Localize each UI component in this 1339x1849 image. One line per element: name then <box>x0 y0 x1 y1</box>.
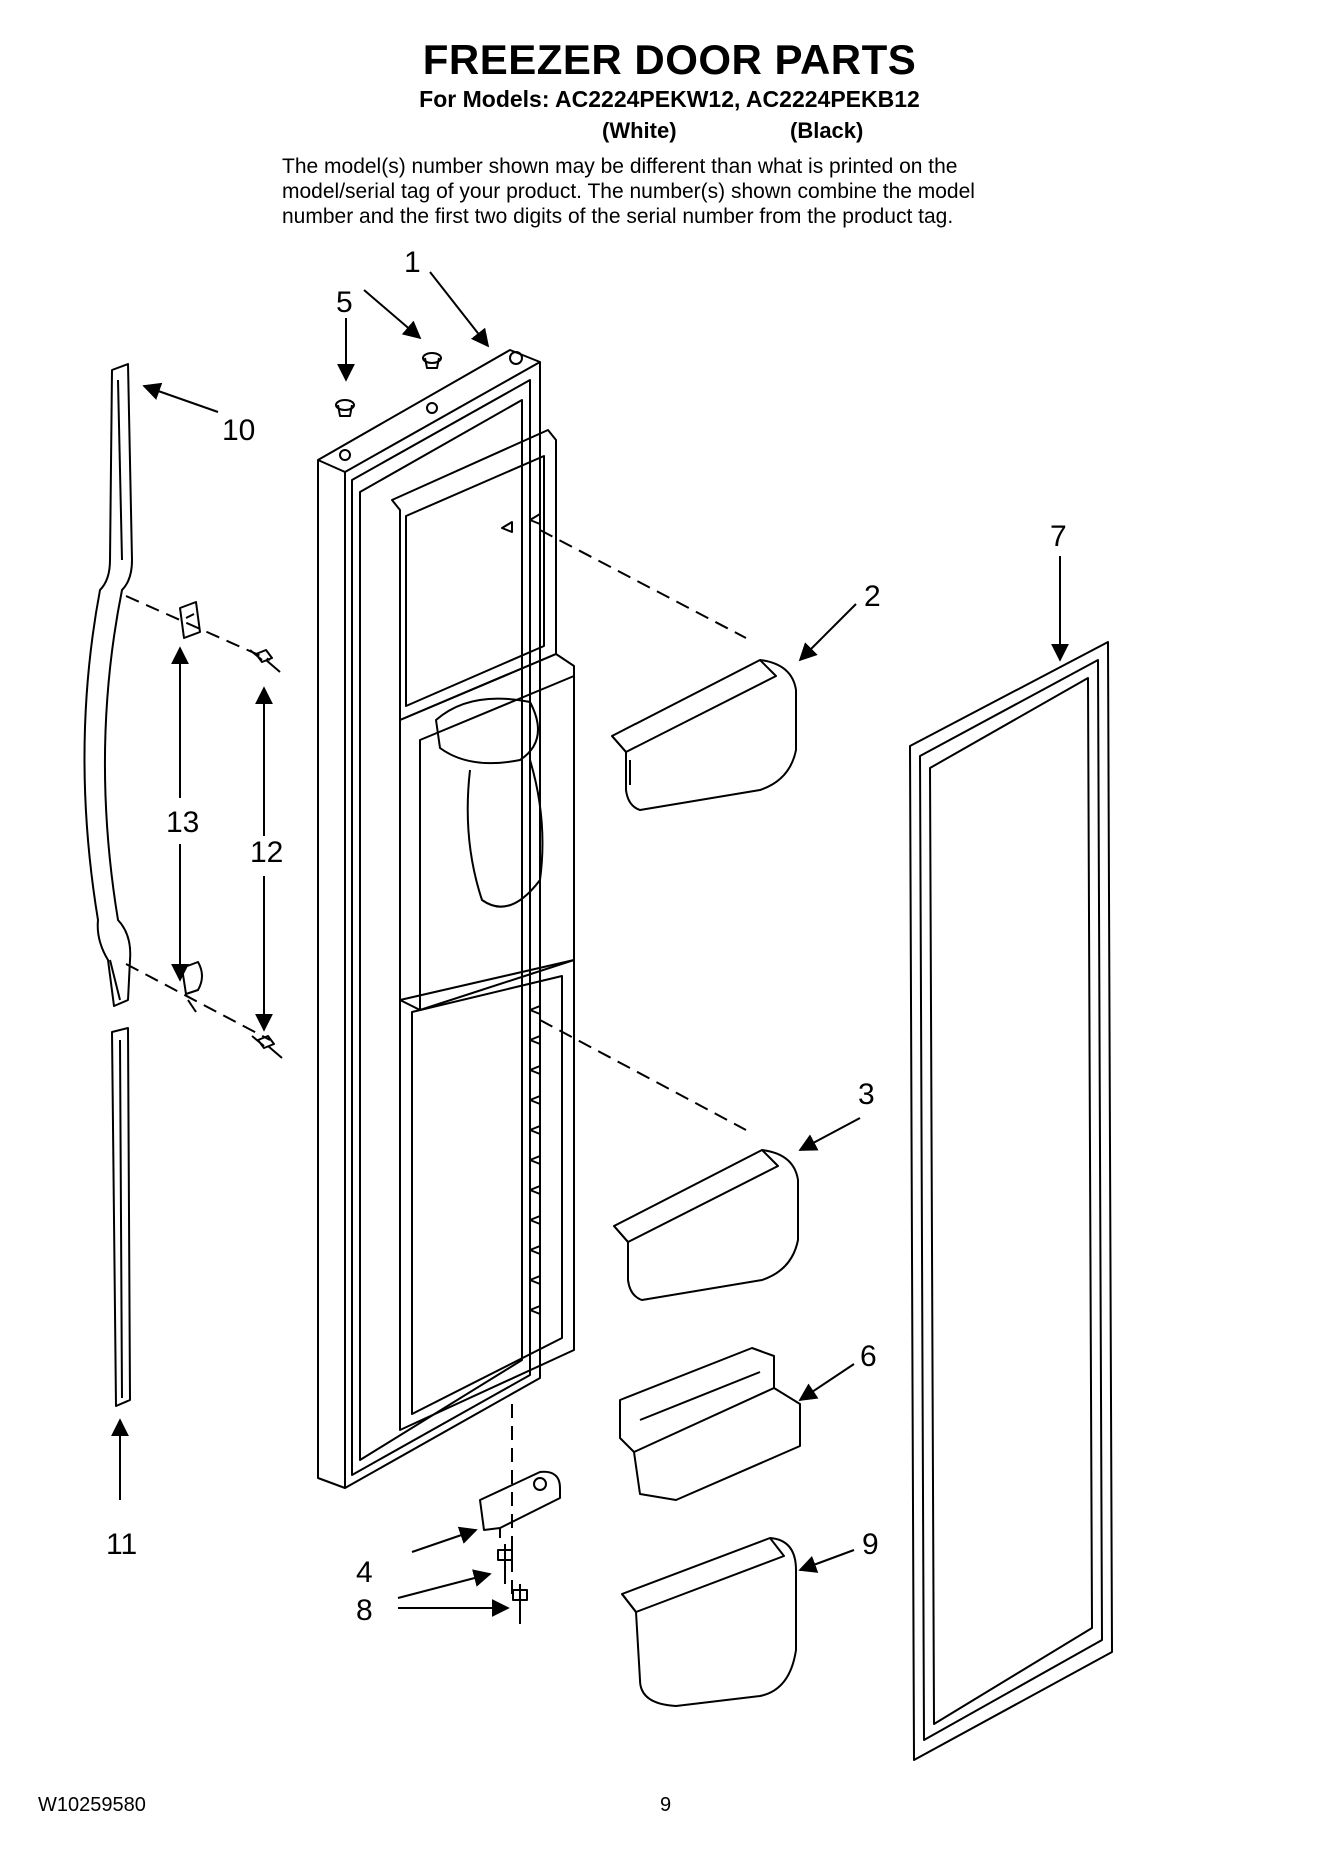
callout-8: 8 <box>356 1594 373 1627</box>
note-line-1: The model(s) number shown may be differe… <box>282 155 958 178</box>
footer-document-number: W10259580 <box>38 1794 146 1816</box>
handle-clips <box>179 601 203 1013</box>
callout-2: 2 <box>864 580 881 613</box>
freezer-door-assembly <box>317 349 575 1489</box>
callout-13: 13 <box>166 806 199 839</box>
callout-7: 7 <box>1050 520 1067 553</box>
callout-5: 5 <box>336 286 353 319</box>
callout-10: 10 <box>222 414 255 447</box>
page-title: FREEZER DOOR PARTS <box>422 36 917 83</box>
callout-3: 3 <box>858 1078 875 1111</box>
callout-9: 9 <box>862 1528 879 1561</box>
footer-page-number: 9 <box>660 1794 672 1816</box>
door-bin-9 <box>621 1537 797 1707</box>
model-number-note: The model(s) number shown may be differe… <box>282 154 1102 229</box>
handle-trim-strip <box>111 1027 131 1407</box>
callout-4: 4 <box>356 1556 373 1589</box>
callout-6: 6 <box>860 1340 877 1373</box>
handle-screws <box>249 649 283 1059</box>
assembly-lines <box>125 529 747 1600</box>
door-bin-3 <box>613 1149 799 1301</box>
door-bin-2 <box>611 659 797 811</box>
callout-leaders <box>111 271 1069 1617</box>
door-stop-bracket <box>479 1470 561 1538</box>
variant-black-label: (Black) <box>790 118 864 143</box>
note-line-3: number and the first two digits of the s… <box>282 205 954 228</box>
note-line-2: model/serial tag of your product. The nu… <box>282 180 975 203</box>
hole-plugs <box>335 352 442 417</box>
callout-1: 1 <box>404 246 421 279</box>
models-line: For Models: AC2224PEKW12, AC2224PEKB12 <box>419 86 920 112</box>
callout-11: 11 <box>106 1528 137 1561</box>
door-bin-6 <box>619 1347 801 1501</box>
door-handle <box>83 363 133 1007</box>
callout-12: 12 <box>250 836 283 869</box>
door-gasket <box>909 641 1113 1761</box>
variant-white-label: (White) <box>602 118 677 143</box>
